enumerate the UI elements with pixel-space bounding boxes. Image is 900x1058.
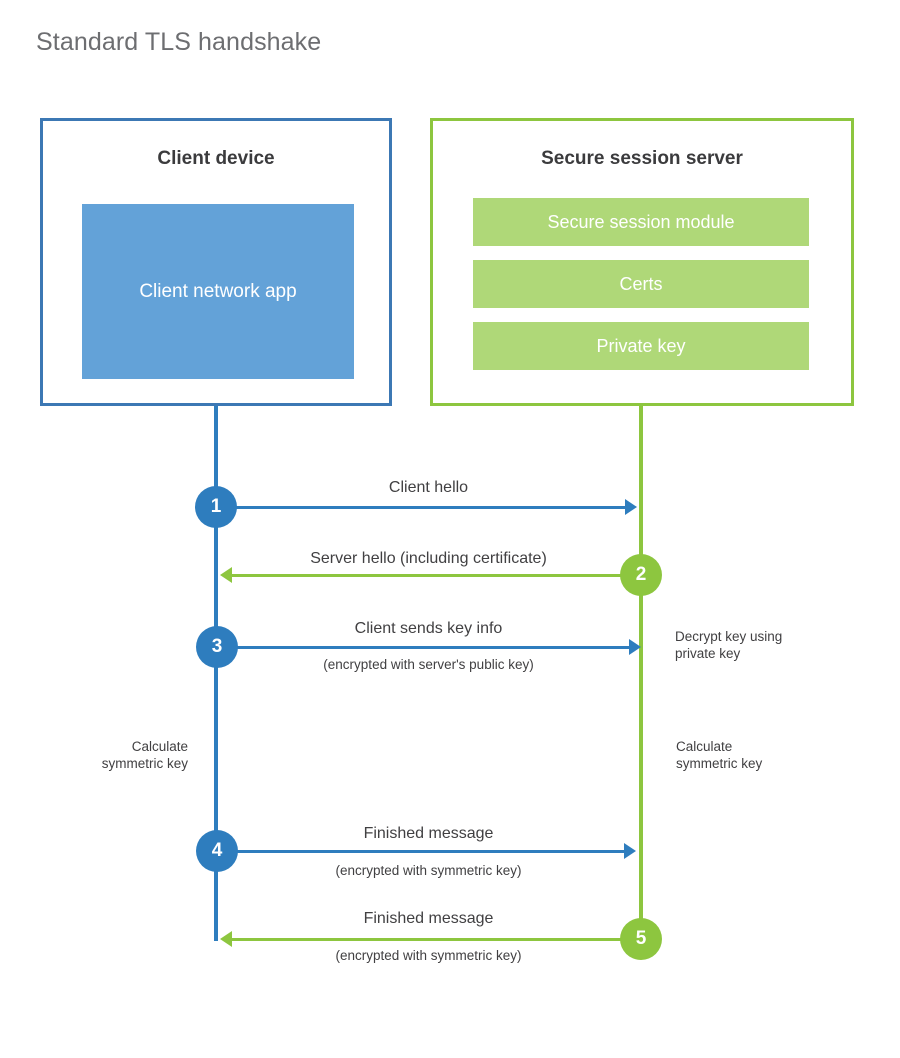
annotation-server-calculate-symmetric-key: Calculate symmetric key	[676, 739, 763, 771]
server-component-list: Secure session module Certs Private key	[473, 198, 809, 384]
client-device-box: Client device Client network app	[40, 118, 392, 406]
server-component-certs: Certs	[473, 260, 809, 308]
step-1-arrow-line	[216, 506, 625, 509]
client-lifeline	[214, 406, 218, 941]
step-2-arrow-head-icon	[220, 567, 232, 583]
step-5-message-label: Finished message	[363, 910, 494, 927]
step-5-message-sublabel: (encrypted with symmetric key)	[335, 948, 522, 963]
step-3-message-sublabel: (encrypted with server's public key)	[323, 657, 534, 672]
step-4-arrow-head-icon	[624, 843, 636, 859]
step-marker-2: 2	[620, 554, 662, 596]
server-component-private-key: Private key	[473, 322, 809, 370]
step-2-message-label: Server hello (including certificate)	[310, 550, 547, 567]
annotation-decrypt-key: Decrypt key using private key	[675, 629, 783, 661]
secure-session-server-title: Secure session server	[541, 148, 743, 169]
step-3-arrow-head-icon	[629, 639, 641, 655]
step-marker-5: 5	[620, 918, 662, 960]
step-marker-1: 1	[195, 486, 237, 528]
page-title: Standard TLS handshake	[36, 28, 322, 56]
step-1-message-label: Client hello	[388, 479, 469, 496]
annotation-client-calculate-symmetric-key: Calculate symmetric key	[101, 739, 188, 771]
server-component-secure-session-module: Secure session module	[473, 198, 809, 246]
step-1-arrow-head-icon	[625, 499, 637, 515]
step-marker-4: 4	[196, 830, 238, 872]
server-lifeline	[639, 406, 643, 939]
client-network-app-block: Client network app	[82, 204, 354, 379]
step-2-arrow-line	[232, 574, 641, 577]
step-4-message-sublabel: (encrypted with symmetric key)	[335, 863, 522, 878]
step-3-message-label: Client sends key info	[354, 620, 503, 637]
secure-session-server-box: Secure session server Secure session mod…	[430, 118, 854, 406]
client-device-title: Client device	[157, 148, 275, 169]
step-3-arrow-line	[216, 646, 635, 649]
step-5-arrow-line	[232, 938, 641, 941]
step-4-message-label: Finished message	[363, 825, 494, 842]
step-marker-3: 3	[196, 626, 238, 668]
step-5-arrow-head-icon	[220, 931, 232, 947]
step-4-arrow-line	[216, 850, 624, 853]
